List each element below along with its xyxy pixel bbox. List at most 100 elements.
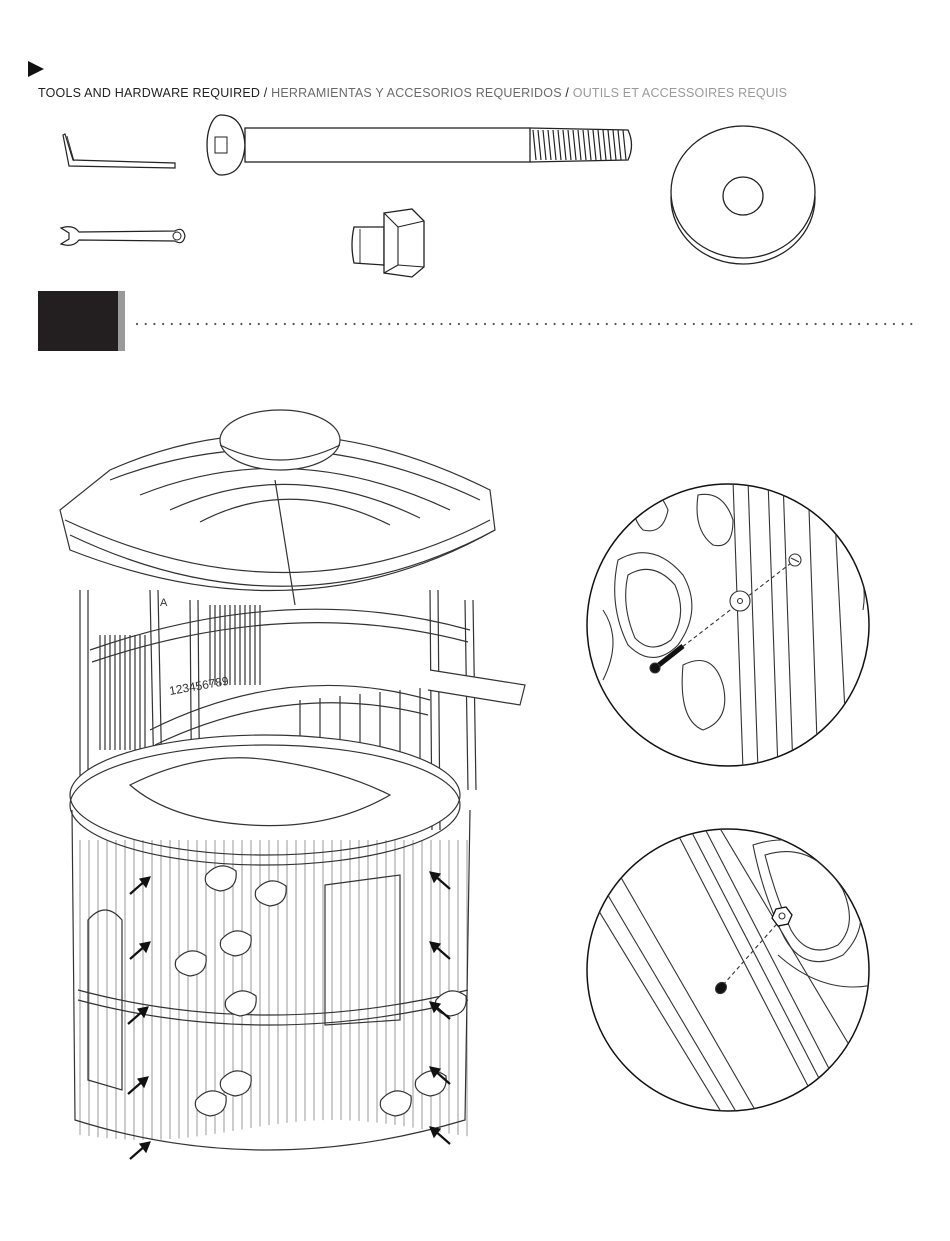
separator-dot <box>188 323 190 325</box>
separator-dot <box>206 323 208 325</box>
detail-circle-nut-tightening <box>583 825 873 1115</box>
separator-dot <box>232 323 234 325</box>
separator-dot <box>667 323 669 325</box>
separator-dot <box>397 323 399 325</box>
header-separator-1: / <box>260 86 271 100</box>
separator-dot <box>449 323 451 325</box>
header-spanish: HERRAMIENTAS Y ACCESORIOS REQUERIDOS <box>271 86 562 100</box>
separator-dot <box>658 323 660 325</box>
separator-dot <box>440 323 442 325</box>
separator-dot <box>467 323 469 325</box>
panel-letter-label: A <box>160 597 168 609</box>
separator-dot <box>910 323 912 325</box>
separator-dot <box>545 323 547 325</box>
arrow-indicator <box>128 1077 148 1094</box>
header-english: TOOLS AND HARDWARE REQUIRED <box>38 86 260 100</box>
separator-dot <box>258 323 260 325</box>
separator-dot <box>710 323 712 325</box>
separator-dot <box>588 323 590 325</box>
arrow-indicator <box>430 1127 450 1144</box>
separator-dot <box>527 323 529 325</box>
separator-dot <box>719 323 721 325</box>
separator-dot <box>902 323 904 325</box>
separator-dot <box>623 323 625 325</box>
separator-dot <box>284 323 286 325</box>
separator-dot <box>310 323 312 325</box>
dotted-separator <box>135 316 925 332</box>
separator-dot <box>823 323 825 325</box>
section-arrow-icon <box>28 61 44 77</box>
separator-dot <box>815 323 817 325</box>
separator-dot <box>362 323 364 325</box>
washer-icon <box>665 122 823 267</box>
header-french: OUTILS ET ACCESSOIRES REQUIS <box>573 86 787 100</box>
separator-dot <box>353 323 355 325</box>
separator-dot <box>806 323 808 325</box>
separator-dot <box>641 323 643 325</box>
separator-dot <box>841 323 843 325</box>
separator-dot <box>432 323 434 325</box>
separator-dot <box>606 323 608 325</box>
separator-dot <box>693 323 695 325</box>
separator-dot <box>745 323 747 325</box>
separator-dot <box>754 323 756 325</box>
separator-dot <box>162 323 164 325</box>
separator-dot <box>266 323 268 325</box>
separator-dot <box>249 323 251 325</box>
separator-dot <box>536 323 538 325</box>
step-accent-bar <box>118 291 125 351</box>
separator-dot <box>675 323 677 325</box>
separator-dot <box>301 323 303 325</box>
separator-dot <box>293 323 295 325</box>
separator-dot <box>388 323 390 325</box>
separator-dot <box>649 323 651 325</box>
separator-dot <box>701 323 703 325</box>
separator-dot <box>893 323 895 325</box>
separator-dot <box>197 323 199 325</box>
separator-dot <box>614 323 616 325</box>
separator-dot <box>780 323 782 325</box>
separator-dot <box>171 323 173 325</box>
separator-dot <box>580 323 582 325</box>
separator-dot <box>597 323 599 325</box>
separator-dot <box>832 323 834 325</box>
separator-dot <box>458 323 460 325</box>
separator-dot <box>223 323 225 325</box>
header-separator-2: / <box>562 86 573 100</box>
separator-dot <box>475 323 477 325</box>
separator-dot <box>319 323 321 325</box>
separator-dot <box>406 323 408 325</box>
hex-key-icon <box>55 130 185 175</box>
separator-dot <box>136 323 138 325</box>
playhouse-illustration: 123456789 A <box>50 400 530 1180</box>
separator-dot <box>684 323 686 325</box>
separator-dot <box>414 323 416 325</box>
separator-dot <box>797 323 799 325</box>
separator-dot <box>153 323 155 325</box>
separator-dot <box>849 323 851 325</box>
separator-dot <box>762 323 764 325</box>
tools-header: TOOLS AND HARDWARE REQUIRED / HERRAMIENT… <box>38 86 787 100</box>
lock-nut-icon <box>350 205 430 280</box>
separator-dot <box>336 323 338 325</box>
separator-dot <box>501 323 503 325</box>
arrow-indicator <box>130 1142 150 1159</box>
separator-dot <box>867 323 869 325</box>
arrow-indicator <box>130 877 150 894</box>
separator-dot <box>179 323 181 325</box>
separator-dot <box>788 323 790 325</box>
arrow-indicator <box>130 942 150 959</box>
separator-dot <box>858 323 860 325</box>
separator-dot <box>875 323 877 325</box>
arrow-indicator <box>128 1007 148 1024</box>
separator-dot <box>562 323 564 325</box>
separator-dot <box>510 323 512 325</box>
separator-dot <box>275 323 277 325</box>
separator-dot <box>145 323 147 325</box>
separator-dot <box>884 323 886 325</box>
detail-circle-bolt-insertion <box>583 480 873 770</box>
step-number-box <box>38 291 118 351</box>
separator-dot <box>493 323 495 325</box>
wrench-icon <box>55 222 190 252</box>
separator-dot <box>380 323 382 325</box>
